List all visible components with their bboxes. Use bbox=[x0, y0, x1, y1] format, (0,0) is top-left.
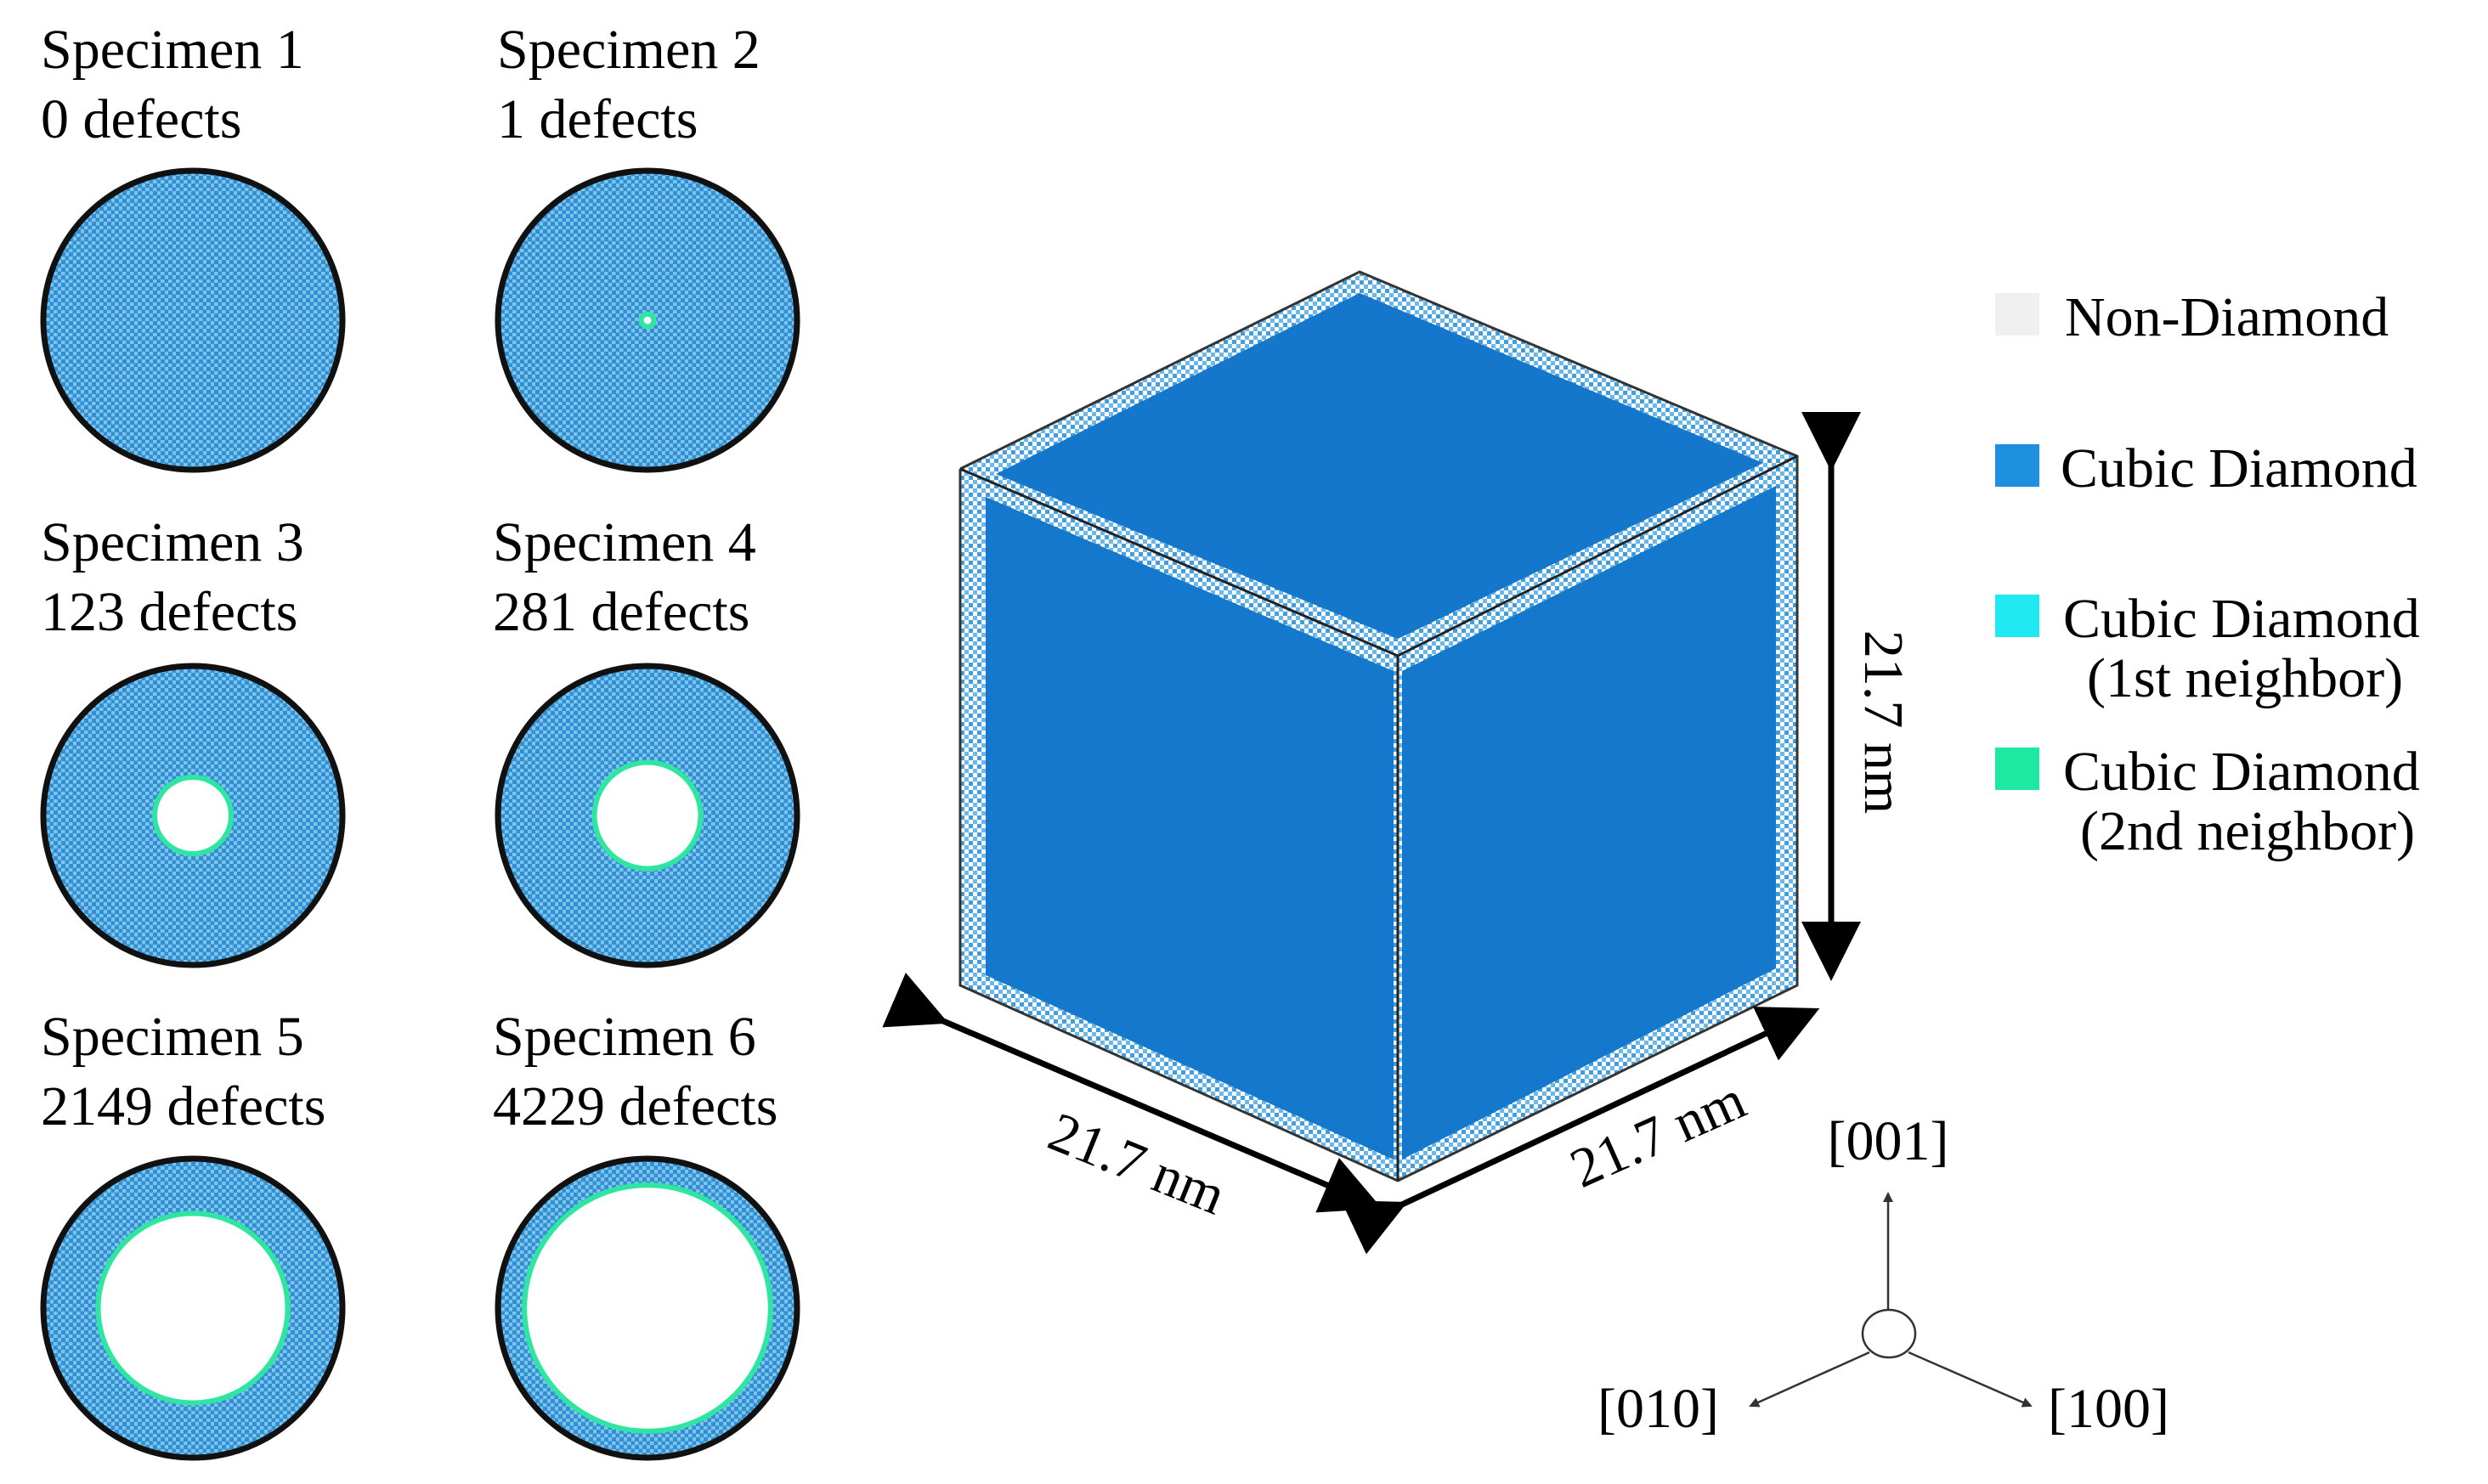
disc-body bbox=[44, 172, 342, 469]
specimen-3: Specimen 3 123 defects bbox=[40, 511, 346, 968]
specimen-title: Specimen 3 bbox=[41, 511, 304, 573]
specimen-disc bbox=[495, 1155, 800, 1461]
disc-outline bbox=[495, 167, 800, 473]
disc-outline bbox=[40, 663, 346, 968]
defect-void bbox=[157, 780, 229, 851]
disc-outline bbox=[40, 167, 346, 473]
defect-void bbox=[527, 1188, 768, 1429]
legend-sublabel: (2nd neighbor) bbox=[2080, 800, 2415, 862]
axis-label-right: [100] bbox=[2048, 1378, 2169, 1440]
axis-left-line bbox=[1749, 1351, 1870, 1408]
specimen-defects: 4229 defects bbox=[493, 1075, 778, 1137]
legend-item-non-diamond: Non-Diamond bbox=[1995, 286, 2389, 348]
specimen-disc bbox=[495, 167, 800, 473]
specimen-title: Specimen 1 bbox=[41, 19, 304, 81]
legend-item-cubic-diamond-1st: Cubic Diamond (1st neighbor) bbox=[1995, 588, 2420, 709]
specimen-grid: Specimen 1 0 defects Specimen 2 1 defect… bbox=[40, 19, 800, 1461]
specimen-defects: 281 defects bbox=[493, 581, 749, 643]
specimen-4: Specimen 4 281 defects bbox=[493, 511, 800, 968]
legend-swatch bbox=[1995, 293, 2039, 336]
legend-swatch bbox=[1995, 444, 2039, 487]
specimen-1: Specimen 1 0 defects bbox=[40, 19, 346, 473]
specimen-defects: 1 defects bbox=[497, 88, 698, 150]
legend-swatch bbox=[1995, 595, 2039, 637]
specimen-title: Specimen 2 bbox=[497, 19, 761, 81]
cube-right-face bbox=[1402, 486, 1776, 1160]
cube-top-face bbox=[996, 293, 1763, 639]
specimen-2: Specimen 2 1 defects bbox=[495, 19, 800, 473]
specimen-6: Specimen 6 4229 defects bbox=[493, 1006, 800, 1461]
specimen-disc bbox=[40, 1155, 346, 1461]
specimen-defects: 0 defects bbox=[41, 88, 241, 150]
legend-item-cubic-diamond: Cubic Diamond bbox=[1995, 437, 2417, 499]
legend-label: Non-Diamond bbox=[2065, 286, 2389, 348]
legend: Non-Diamond Cubic Diamond Cubic Diamond … bbox=[1995, 286, 2420, 862]
specimen-5: Specimen 5 2149 defects bbox=[40, 1006, 346, 1461]
disc-outline bbox=[40, 1155, 346, 1461]
defect-void bbox=[597, 765, 698, 866]
legend-item-cubic-diamond-2nd: Cubic Diamond (2nd neighbor) bbox=[1995, 741, 2420, 862]
specimen-title: Specimen 4 bbox=[493, 511, 756, 573]
front-left-arrow bbox=[882, 973, 1383, 1213]
dimension-height: 21.7 nm bbox=[1801, 412, 1914, 981]
legend-label: Cubic Diamond bbox=[2063, 741, 2420, 803]
front-right-arrow bbox=[1341, 1007, 1820, 1255]
front-right-label: 21.7 nm bbox=[1562, 1069, 1755, 1200]
specimen-title: Specimen 6 bbox=[493, 1006, 756, 1068]
crystal-axes: [001] [010] [100] bbox=[1597, 1110, 2169, 1440]
axis-right-line bbox=[1908, 1351, 2033, 1408]
legend-label: Cubic Diamond bbox=[2063, 588, 2420, 650]
specimen-disc bbox=[40, 663, 346, 968]
axis-label-up: [001] bbox=[1828, 1110, 1949, 1172]
defect-void bbox=[643, 316, 652, 324]
specimen-defects: 2149 defects bbox=[41, 1075, 325, 1137]
specimen-disc bbox=[495, 663, 800, 968]
axis-label-left: [010] bbox=[1597, 1378, 1719, 1440]
specimen-title: Specimen 5 bbox=[41, 1006, 304, 1068]
height-label: 21.7 nm bbox=[1852, 630, 1914, 814]
legend-sublabel: (1st neighbor) bbox=[2087, 647, 2403, 709]
disc-outline bbox=[495, 1155, 800, 1461]
simulation-cube bbox=[958, 270, 1799, 1182]
legend-swatch bbox=[1995, 748, 2039, 790]
specimen-disc bbox=[40, 167, 346, 473]
axis-origin bbox=[1861, 1308, 1917, 1359]
disc-outline bbox=[495, 663, 800, 968]
front-left-label: 21.7 nm bbox=[1040, 1101, 1234, 1227]
legend-label: Cubic Diamond bbox=[2061, 437, 2417, 499]
specimen-defects: 123 defects bbox=[41, 581, 297, 643]
defect-void bbox=[100, 1216, 286, 1401]
